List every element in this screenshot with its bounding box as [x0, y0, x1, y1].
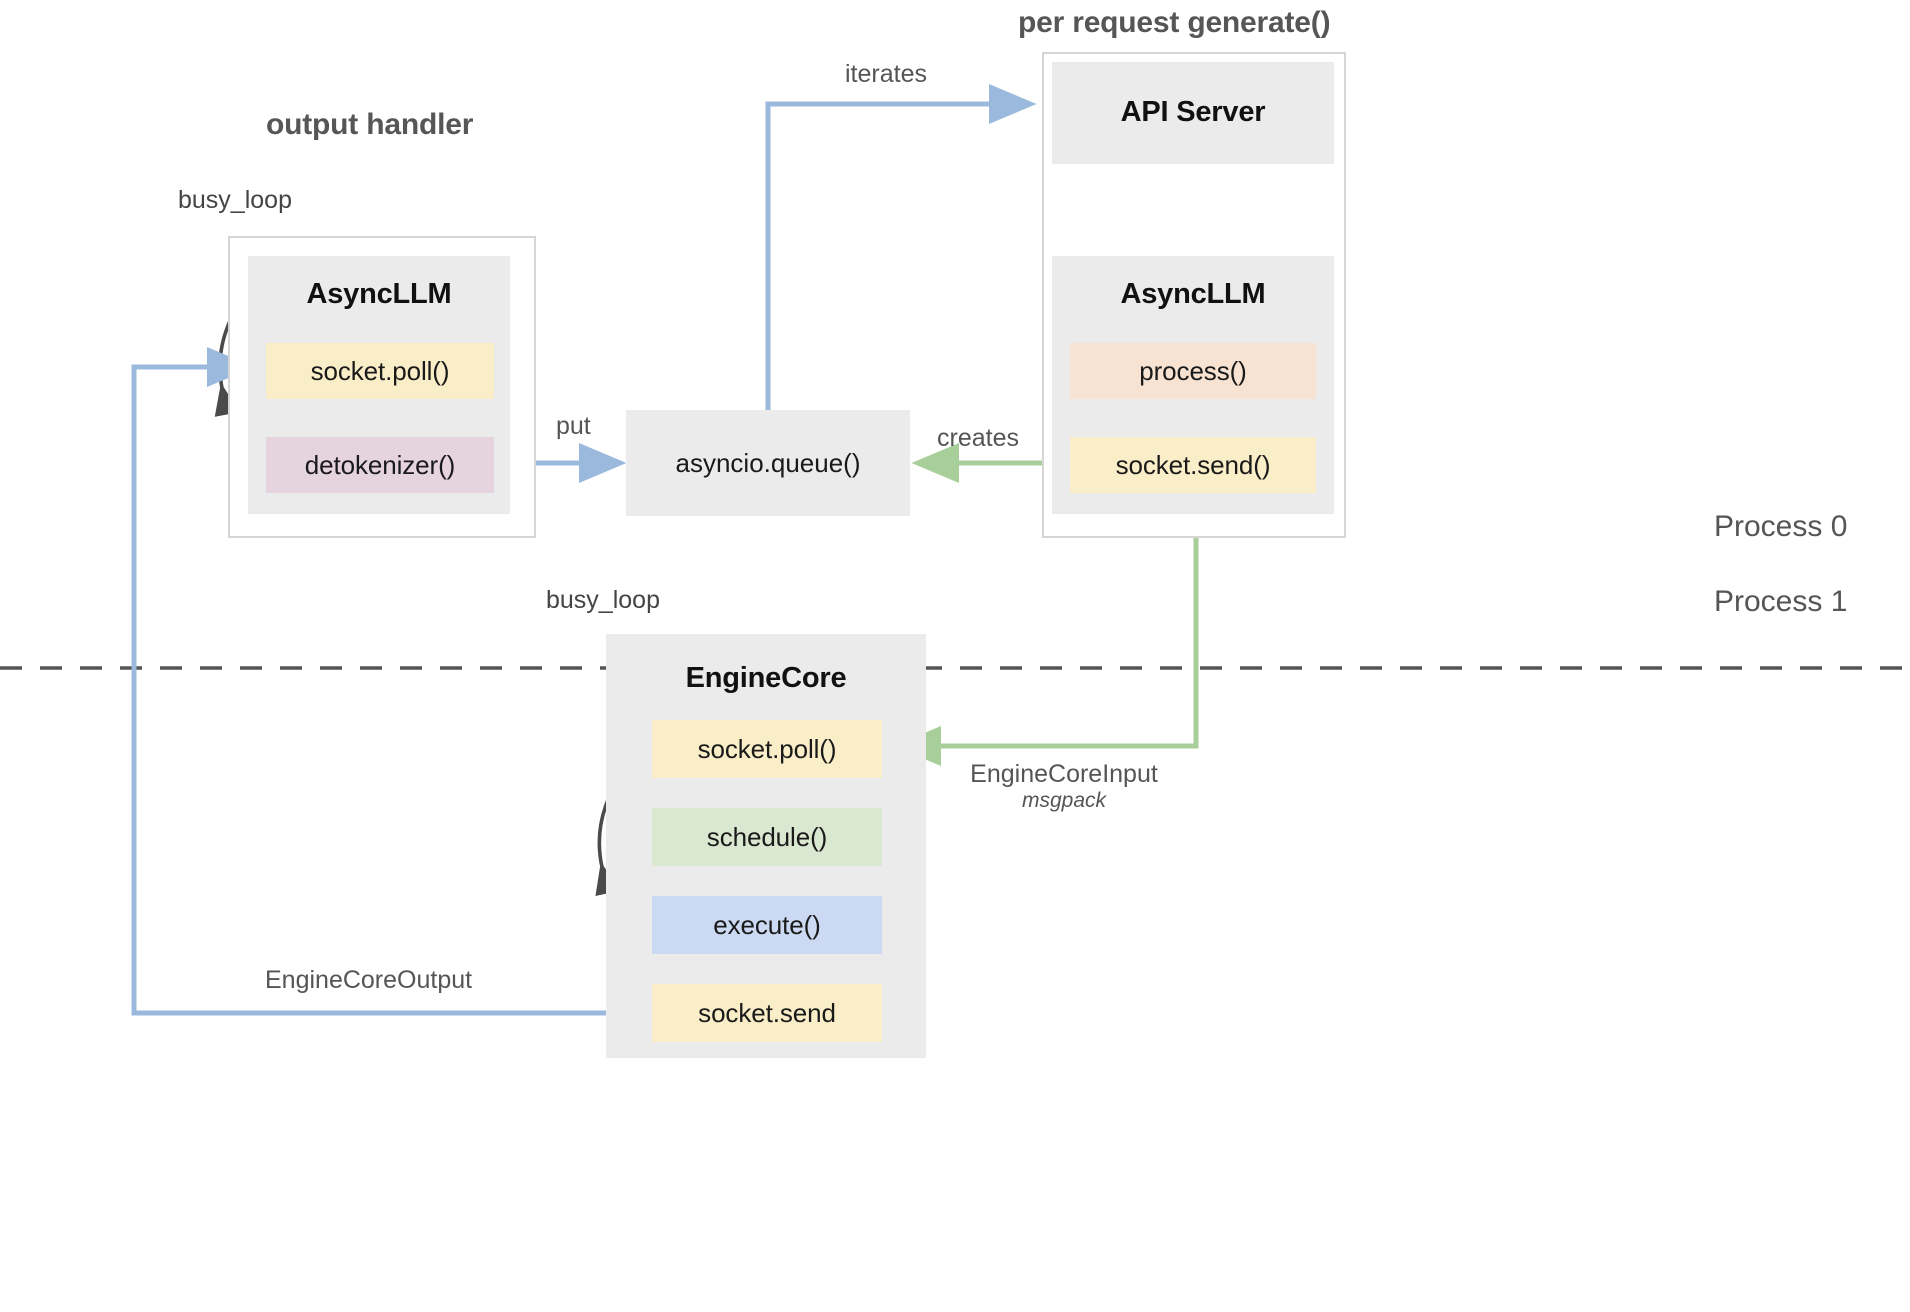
api-server-box[interactable]: API Server	[1052, 62, 1334, 164]
chip-engine-socket-poll[interactable]: socket.poll()	[652, 720, 882, 778]
iterates-label: iterates	[845, 60, 927, 88]
engine-core-input-label-group: EngineCoreInput msgpack	[958, 760, 1170, 813]
chip-socket-poll[interactable]: socket.poll()	[266, 343, 494, 399]
chip-execute[interactable]: execute()	[652, 896, 882, 954]
api-server-title: API Server	[1120, 96, 1266, 128]
busy-loop-label-engine: busy_loop	[546, 586, 660, 614]
put-label: put	[556, 412, 591, 440]
chip-socket-send-asyncllm[interactable]: socket.send()	[1070, 437, 1316, 493]
request-asyncllm-box[interactable]: AsyncLLM process() socket.send()	[1052, 256, 1334, 514]
title-output-handler: output handler	[266, 108, 474, 141]
creates-label: creates	[937, 424, 1019, 452]
engine-core-box[interactable]: EngineCore socket.poll() schedule() exec…	[606, 634, 926, 1058]
request-asyncllm-title: AsyncLLM	[1120, 278, 1266, 310]
engine-core-title: EngineCore	[685, 662, 847, 694]
process-label-bottom: Process 1	[1714, 585, 1848, 618]
asyncio-queue-node[interactable]: asyncio.queue()	[626, 410, 910, 516]
process-label-top: Process 0	[1714, 510, 1848, 543]
chip-schedule[interactable]: schedule()	[652, 808, 882, 866]
chip-engine-socket-send[interactable]: socket.send	[652, 984, 882, 1042]
output-handler-asyncllm-title: AsyncLLM	[306, 278, 452, 310]
busy-loop-label-output: busy_loop	[178, 186, 292, 214]
output-handler-asyncllm-box[interactable]: AsyncLLM socket.poll() detokenizer()	[248, 256, 510, 514]
title-per-request-generate: per request generate()	[1018, 6, 1331, 39]
engine-core-input-sublabel: msgpack	[1021, 789, 1107, 812]
engine-core-input-label: EngineCoreInput	[970, 760, 1158, 788]
engine-core-output-label: EngineCoreOutput	[265, 966, 473, 994]
iterates-arrow	[765, 84, 1037, 410]
chip-detokenizer[interactable]: detokenizer()	[266, 437, 494, 493]
chip-process[interactable]: process()	[1070, 343, 1316, 399]
